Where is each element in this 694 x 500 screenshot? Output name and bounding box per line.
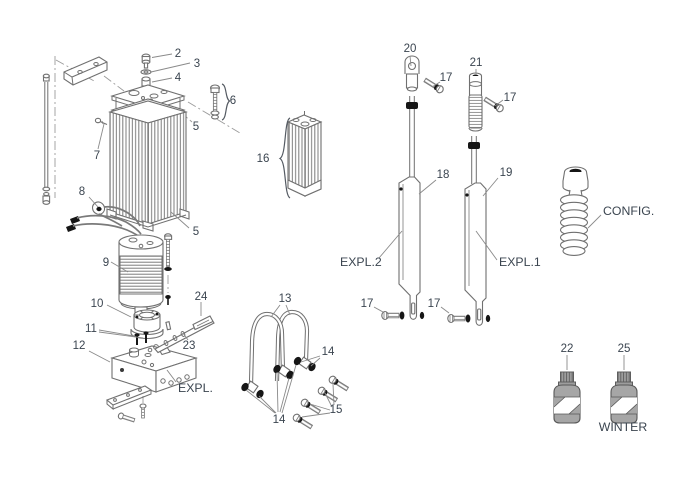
callout-13: 13 bbox=[279, 293, 292, 305]
bottom-plate bbox=[105, 385, 153, 423]
callout-25: 25 bbox=[618, 343, 631, 355]
callout-17b: 17 bbox=[504, 92, 517, 104]
label-winter: WINTER bbox=[599, 420, 648, 434]
callout-22: 22 bbox=[561, 343, 574, 355]
oil-bottle-25 bbox=[610, 371, 638, 424]
screw-7 bbox=[94, 117, 108, 125]
leader-lines bbox=[88, 53, 625, 418]
foot-bolt-17-right bbox=[447, 313, 491, 324]
cap-screw-2 bbox=[141, 53, 151, 69]
label-expl1: EXPL.1 bbox=[499, 255, 541, 269]
callout-17d: 17 bbox=[428, 298, 441, 310]
callout-18: 18 bbox=[437, 169, 450, 181]
callout-24: 24 bbox=[195, 291, 208, 303]
callout-8: 8 bbox=[79, 186, 85, 198]
bolt-6 bbox=[209, 83, 231, 121]
fitting-4 bbox=[141, 76, 151, 92]
hose-nuts-14 bbox=[241, 356, 316, 399]
label-expl2: EXPL.2 bbox=[340, 255, 382, 269]
mounting-bracket bbox=[63, 56, 108, 86]
callout-5b: 5 bbox=[193, 226, 199, 238]
banjo-bolts-15 bbox=[291, 374, 350, 431]
callout-20: 20 bbox=[404, 43, 417, 55]
callout-4: 4 bbox=[175, 72, 182, 84]
clevis-end-20 bbox=[404, 55, 420, 92]
tie-rod bbox=[42, 73, 51, 205]
callout-14b: 14 bbox=[273, 414, 286, 426]
callout-11: 11 bbox=[85, 323, 97, 335]
callout-7: 7 bbox=[94, 150, 100, 162]
foot-bolt-17-left bbox=[381, 310, 425, 321]
washer-3 bbox=[140, 69, 152, 75]
callout-17c: 17 bbox=[361, 298, 374, 310]
callout-15: 15 bbox=[330, 404, 343, 416]
hydraulic-hoses-13 bbox=[248, 309, 310, 385]
threaded-end-21 bbox=[468, 72, 483, 132]
brace-16 bbox=[278, 117, 291, 199]
motor-9 bbox=[118, 234, 164, 314]
callout-16: 16 bbox=[257, 153, 270, 165]
callout-12: 12 bbox=[73, 340, 86, 352]
callout-5a: 5 bbox=[193, 121, 199, 133]
callout-14a: 14 bbox=[322, 346, 335, 358]
callout-19: 19 bbox=[500, 167, 513, 179]
callout-3: 3 bbox=[194, 58, 200, 70]
label-config: CONFIG. bbox=[603, 204, 654, 218]
config-spring-kit bbox=[559, 166, 589, 256]
callout-17a: 17 bbox=[440, 72, 453, 84]
valve-manifold-12 bbox=[110, 344, 198, 393]
callout-9: 9 bbox=[103, 257, 109, 269]
motor-stud bbox=[164, 233, 173, 305]
shock-absorber-19 bbox=[464, 136, 487, 326]
callout-6: 6 bbox=[230, 95, 236, 107]
callouts: 2 3 4 5 6 7 8 5 9 10 11 12 24 23 16 13 1… bbox=[73, 43, 631, 426]
screw-17-top-right bbox=[482, 95, 506, 114]
callout-23: 23 bbox=[183, 340, 196, 352]
shock-absorber-18 bbox=[398, 96, 421, 320]
label-expl: EXPL. bbox=[178, 381, 213, 395]
word-labels: EXPL. EXPL.2 EXPL.1 CONFIG. WINTER bbox=[178, 204, 654, 434]
brace-6 bbox=[221, 83, 231, 121]
callout-2: 2 bbox=[175, 48, 181, 60]
callout-10: 10 bbox=[91, 298, 104, 310]
reservoir-16 bbox=[278, 111, 323, 199]
reservoir-tank bbox=[106, 100, 190, 232]
oil-bottle-22 bbox=[553, 371, 581, 424]
callout-21: 21 bbox=[470, 57, 483, 69]
